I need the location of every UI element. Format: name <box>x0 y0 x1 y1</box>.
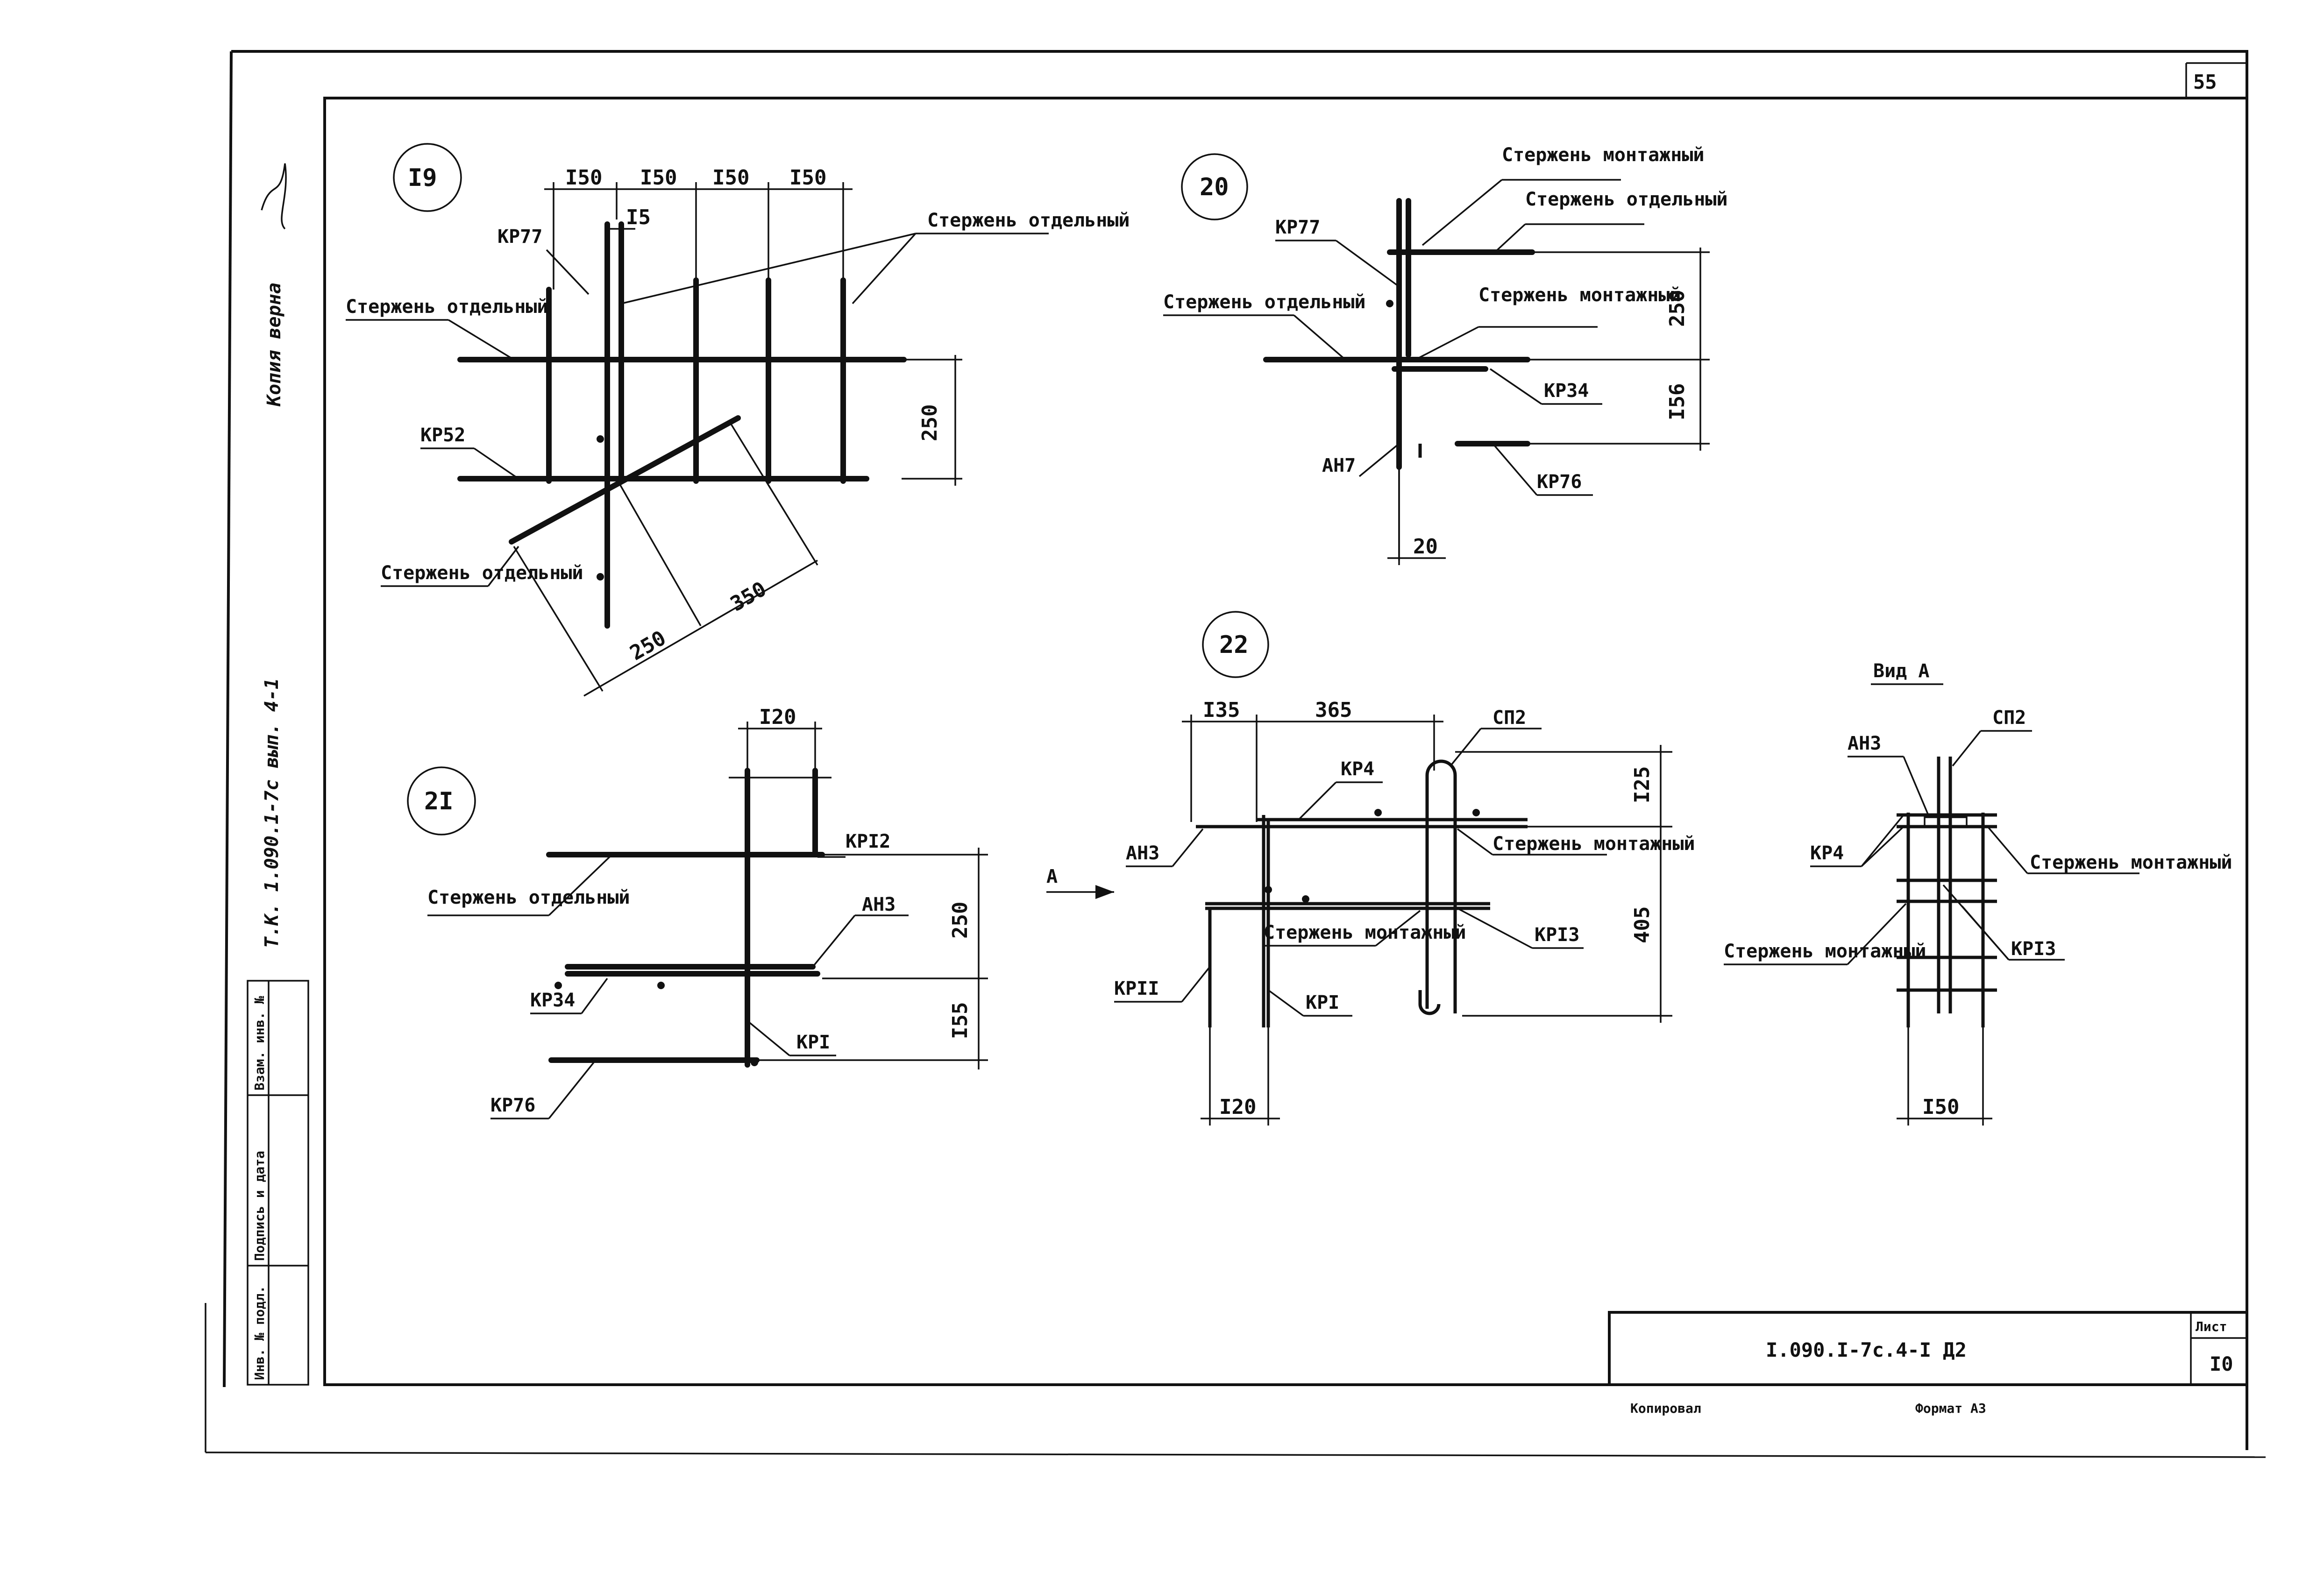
node-22-dim-1: I35 <box>1203 698 1240 722</box>
view-a-label-an3: АН3 <box>1848 733 1881 754</box>
node-22-marker <box>1202 611 1269 678</box>
node-21-dim-2: 250 <box>948 902 972 939</box>
node-20-label-rod-sep-top: Стержень отдельный <box>1525 189 1727 210</box>
title-block: I.090.I-7c.4-I Д2 Лист I0 Копировал Форм… <box>1608 1311 2248 1416</box>
sheet-value: I0 <box>2210 1352 2233 1375</box>
node-19-dim-2: I50 <box>640 166 677 190</box>
node-21-marker <box>407 766 476 836</box>
node-19-label-kr77: КР77 <box>497 226 542 248</box>
view-a-label-rod-mont-left: Стержень монтажный <box>1724 941 1926 962</box>
node-21-label-rod-sep: Стержень отдельный <box>427 887 630 908</box>
node-21-number: 2I <box>424 787 454 815</box>
node-19-dim-1: I50 <box>565 166 602 190</box>
sheet-frame: 55 <box>205 50 2266 1458</box>
node-22-label-sp2: СП2 <box>1492 707 1526 729</box>
node-22-dim-3: I25 <box>1630 766 1654 803</box>
side-notes: Копия верна Т.К. 1.090.1-7с вып. 4-1 <box>261 163 287 948</box>
node-19-dim-6: 250 <box>918 404 942 441</box>
node-22-label-kr13: КРI3 <box>1535 924 1579 946</box>
view-a-title: Вид А <box>1873 660 1929 682</box>
node-21-dim-1: I20 <box>759 705 796 729</box>
signature-mark <box>261 163 287 230</box>
node-19-dim-8: 350 <box>726 577 770 616</box>
node-22-dim-5: I20 <box>1219 1095 1256 1119</box>
node-22-label-kr4: КР4 <box>1341 758 1374 780</box>
node-20-marker <box>1181 153 1248 220</box>
node-20-dim-3: 20 <box>1413 535 1438 559</box>
node-21: 2I I20 250 I55 КРI2 Стержень отдельный А… <box>407 705 988 1119</box>
stamp-replace-inv: Взам. инв. № <box>252 996 267 1090</box>
node-19-number: I9 <box>408 164 437 192</box>
copy-verified-note: Копия верна <box>263 283 285 407</box>
node-20-label-an7: АН7 <box>1322 455 1356 476</box>
format-label: Формат А3 <box>1915 1401 1986 1416</box>
drawing-designation: I.090.I-7c.4-I Д2 <box>1766 1338 1967 1361</box>
node-22: 22 А I35 365 I25 405 <box>1046 611 1695 1126</box>
sheet-label: Лист <box>2196 1319 2227 1334</box>
view-a-label-kr13: КРI3 <box>2011 938 2056 960</box>
stamp-sign-date: Подпись и дата <box>252 1151 267 1261</box>
node-22-view-arrow: А <box>1046 866 1058 887</box>
node-21-label-an3: АН3 <box>862 894 895 915</box>
node-20-dim-1: 250 <box>1665 290 1689 327</box>
node-20-label-kr34: КР34 <box>1544 380 1589 402</box>
node-19: I9 I50 I50 I50 I50 I5 250 <box>346 143 1130 697</box>
node-19-dim-7: 250 <box>626 626 670 666</box>
node-19-dim-4: I50 <box>789 166 826 190</box>
view-a-label-sp2: СП2 <box>1992 707 2026 729</box>
view-a-label-rod-mont-right: Стержень монтажный <box>2030 852 2232 873</box>
node-22-label-kr11: КРII <box>1114 978 1159 999</box>
node-20-label-kr77: КР77 <box>1275 217 1320 238</box>
node-20-label-rod-mont: Стержень монтажный <box>1478 284 1681 306</box>
node-21-label-kr76: КР76 <box>490 1095 535 1116</box>
node-19-dim-5: I5 <box>626 205 651 229</box>
node-19-marker <box>393 143 462 212</box>
node-20-label-rod-mont-top: Стержень монтажный <box>1502 144 1704 166</box>
node-22-label-rod-mont-right: Стержень монтажный <box>1492 833 1695 855</box>
copied-by-label: Копировал <box>1630 1401 1701 1416</box>
node-20-number: 20 <box>1200 173 1229 201</box>
node-22-number: 22 <box>1219 631 1249 659</box>
series-note: Т.К. 1.090.1-7с вып. 4-1 <box>261 678 283 948</box>
node-21-label-kr12: КРI2 <box>846 831 890 852</box>
node-22-label-kr1: КРI <box>1306 992 1339 1013</box>
view-a-dim-1: I50 <box>1922 1095 1959 1119</box>
node-21-label-kr34: КР34 <box>530 990 575 1011</box>
node-22-dim-2: 365 <box>1315 698 1352 722</box>
node-19-dim-3: I50 <box>712 166 749 190</box>
node-22-dim-4: 405 <box>1630 906 1654 943</box>
node-19-label-rod-right: Стержень отдельный <box>927 210 1130 231</box>
node-20-dim-2: I56 <box>1665 383 1689 420</box>
node-20: 20 250 I56 20 Стержень монтажный Стержен… <box>1163 144 1727 565</box>
node-21-dim-3: I55 <box>948 1002 972 1039</box>
node-20-label-kr76: КР76 <box>1537 471 1582 493</box>
sheet-number-top: 55 <box>2193 71 2217 93</box>
stamp-inv-no: Инв. № подл. <box>252 1286 267 1380</box>
node-22-label-rod-mont-bottom: Стержень монтажный <box>1264 922 1466 943</box>
view-a: Вид А I50 АН3 СП2 КР4 Стержень монтажный… <box>1724 660 2232 1126</box>
stamp-table: Инв. № подл. Подпись и дата Взам. инв. № <box>247 980 309 1386</box>
node-21-label-kr1: КРI <box>796 1032 830 1053</box>
view-a-label-kr4: КР4 <box>1810 843 1844 864</box>
node-20-label-rod-sep-left: Стержень отдельный <box>1163 291 1365 313</box>
node-19-label-rod-left: Стержень отдельный <box>346 296 548 318</box>
node-19-label-rod-bottom: Стержень отдельный <box>381 562 583 584</box>
node-22-label-an3: АН3 <box>1126 843 1159 864</box>
node-19-label-kr52: КР52 <box>420 425 465 446</box>
